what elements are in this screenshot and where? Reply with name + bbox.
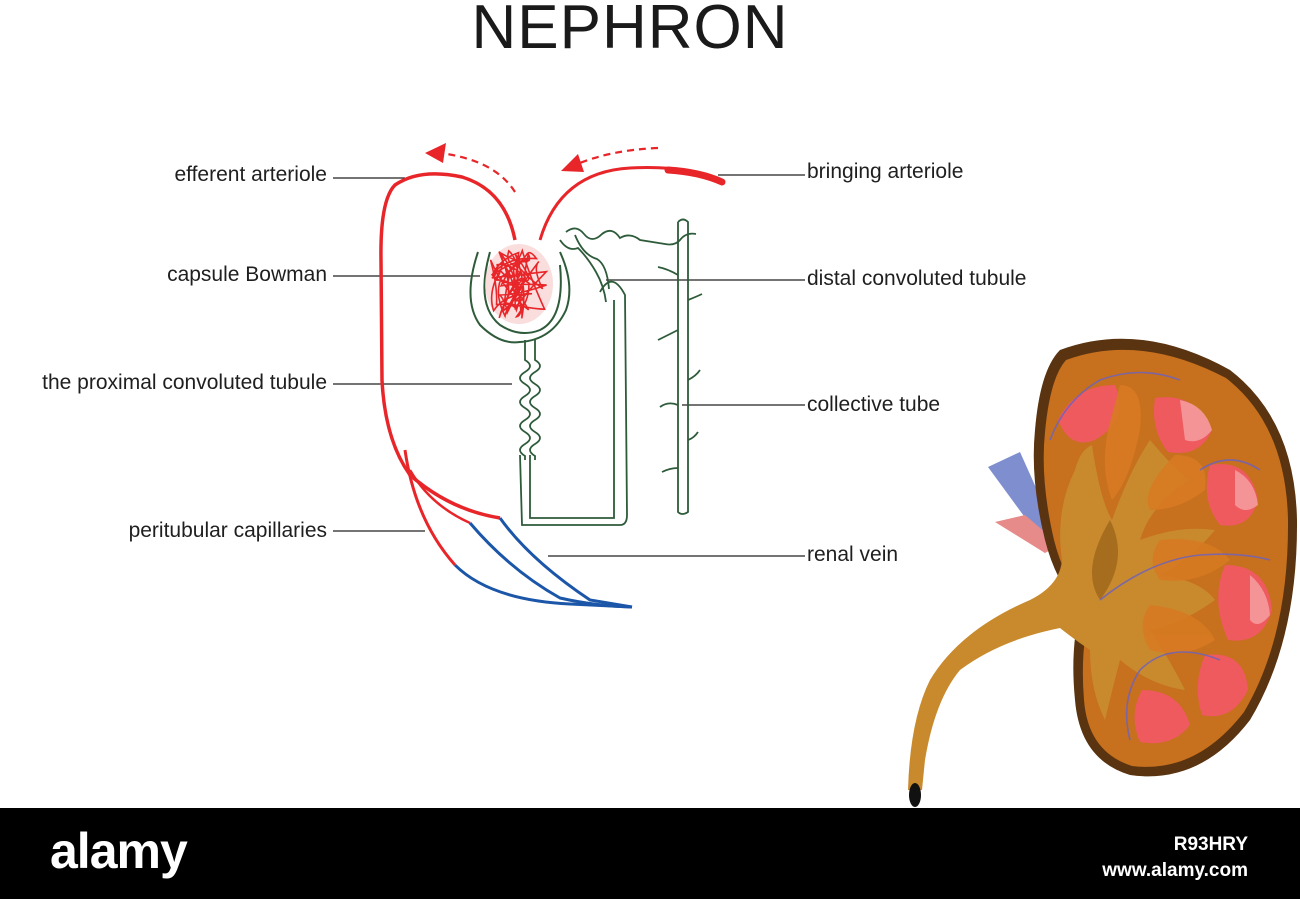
distal-convoluted-tubule (565, 227, 697, 246)
label-capsule-bowman: capsule Bowman (167, 263, 327, 286)
label-efferent-arteriole: efferent arteriole (174, 163, 327, 186)
label-renal-vein: renal vein (807, 543, 899, 566)
footer-url: www.alamy.com (1102, 860, 1248, 881)
label-collective-tube: collective tube (807, 393, 941, 416)
bowman-capsule (469, 251, 571, 344)
footer-logo: alamy (50, 823, 188, 879)
renal-vein (453, 517, 633, 609)
afferent-arteriole (538, 166, 723, 241)
label-bringing-arteriole: bringing arteriole (807, 160, 964, 183)
leader-lines (333, 174, 805, 557)
ureter-end (909, 783, 921, 807)
efferent-arteriole (379, 172, 517, 520)
footer-bar: alamy R93HRY www.alamy.com (0, 808, 1300, 899)
flow-arrows (425, 143, 659, 193)
arrow-head-right (561, 154, 584, 172)
nephron-diagram (333, 143, 1298, 807)
label-proximal-tubule: the proximal convoluted tubule (42, 371, 327, 394)
proximal-convoluted-tubule (519, 340, 541, 460)
glomerulus (485, 244, 553, 324)
kidney-illustration (908, 338, 1298, 807)
footer-image-id: R93HRY (1173, 834, 1248, 855)
renal-artery-vessel (995, 515, 1060, 553)
label-distal-tubule: distal convoluted tubule (807, 267, 1027, 290)
label-peritubular-capillaries: peritubular capillaries (128, 519, 327, 542)
arrow-head-left (425, 143, 446, 163)
renal-pelvis-and-ureter (908, 440, 1215, 790)
diagram-title: NEPHRON (471, 0, 789, 62)
renal-vein-vessel (988, 452, 1055, 538)
collecting-tube (657, 218, 703, 515)
